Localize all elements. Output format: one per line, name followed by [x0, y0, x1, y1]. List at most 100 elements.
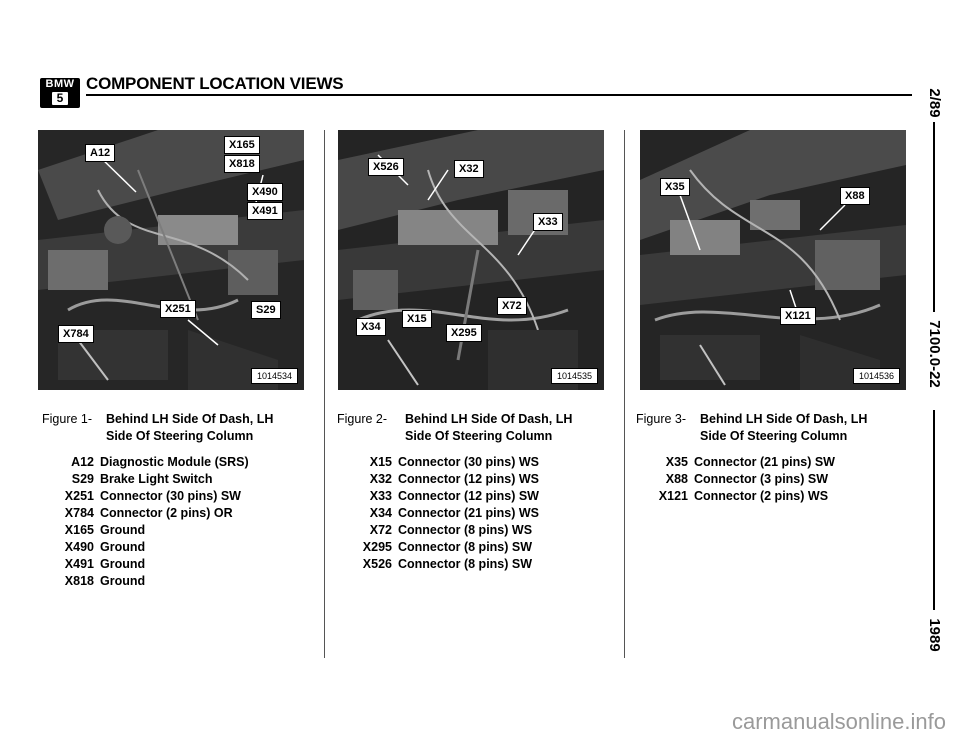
legend-code: X295 — [362, 540, 392, 554]
callout-x34: X34 — [356, 318, 386, 336]
figure-3-caption: Figure 3- Behind LH Side Of Dash, LH Side… — [636, 411, 867, 445]
legend-code: X165 — [64, 523, 94, 537]
legend-code: X88 — [665, 472, 688, 486]
callout-x251: X251 — [160, 300, 196, 318]
legend-desc: Connector (12 pins) SW — [398, 489, 539, 503]
legend-row: X35 Connector (21 pins) SW — [650, 454, 835, 471]
side-rule-2 — [933, 410, 935, 610]
legend-code: X490 — [64, 540, 94, 554]
legend-code: A12 — [71, 455, 94, 469]
legend-desc: Connector (8 pins) SW — [398, 540, 533, 554]
figure-2-photo: X526 X32 X33 X72 X15 X34 X295 1014535 — [338, 130, 604, 390]
column-divider-2 — [624, 130, 625, 658]
bmw-series-logo: BMW 5 — [40, 78, 80, 108]
figure-2-caption-line2: Side Of Steering Column — [405, 429, 553, 443]
callout-x33: X33 — [533, 213, 563, 231]
legend-desc: Connector (12 pins) WS — [398, 472, 539, 486]
callout-x88: X88 — [840, 187, 870, 205]
legend-code: X34 — [369, 506, 392, 520]
watermark-text: carmanualsonline.info — [731, 709, 946, 734]
photo-id: 1014534 — [250, 368, 298, 384]
legend-row: X15 Connector (30 pins) WS — [354, 454, 539, 471]
legend-code: X491 — [64, 557, 94, 571]
figure-1-caption: Figure 1-Behind LH Side Of Dash, LH Side… — [42, 411, 273, 445]
figure-1-legend: A12 Diagnostic Module (SRS) S29 Brake Ligh… — [56, 454, 249, 590]
legend-row: X818 Ground — [56, 573, 249, 590]
legend-row: X251 Connector (30 pins) SW — [56, 488, 249, 505]
legend-row: S29 Brake Light Switch — [56, 471, 249, 488]
legend-desc: Connector (30 pins) WS — [398, 455, 539, 469]
callout-x121: X121 — [780, 307, 816, 325]
logo-brand-text: BMW — [45, 78, 75, 90]
legend-code: X35 — [665, 455, 688, 469]
legend-row: X121 Connector (2 pins) WS — [650, 488, 835, 505]
side-section-number: 7100.0-22 — [926, 320, 943, 388]
callout-x72: X72 — [497, 297, 527, 315]
figure-3-caption-line2: Side Of Steering Column — [700, 429, 848, 443]
callout-x818: X818 — [224, 155, 260, 173]
figure-3-photo-art — [640, 130, 906, 390]
legend-desc: Diagnostic Module (SRS) — [100, 455, 249, 469]
legend-desc: Connector (3 pins) SW — [694, 472, 829, 486]
callout-x491: X491 — [247, 202, 283, 220]
legend-desc: Brake Light Switch — [100, 472, 213, 486]
legend-desc: Connector (21 pins) WS — [398, 506, 539, 520]
legend-desc: Connector (2 pins) OR — [100, 506, 233, 520]
side-year: 1989 — [926, 618, 943, 652]
figure-1-caption-line1: Behind LH Side Of Dash, LH — [106, 412, 274, 426]
legend-code: X526 — [362, 557, 392, 571]
legend-row: A12 Diagnostic Module (SRS) — [56, 454, 249, 471]
legend-row: X295 Connector (8 pins) SW — [354, 539, 539, 556]
legend-row: X72 Connector (8 pins) WS — [354, 522, 539, 539]
legend-desc: Ground — [100, 523, 146, 537]
callout-x15: X15 — [402, 310, 432, 328]
legend-desc: Connector (8 pins) SW — [398, 557, 533, 571]
legend-desc: Connector (2 pins) WS — [694, 489, 829, 503]
legend-code: S29 — [71, 472, 94, 486]
figure-2-label: Figure 2- — [337, 412, 388, 426]
legend-desc: Ground — [100, 574, 146, 588]
photo-id: 1014535 — [550, 368, 598, 384]
figure-1-label: Figure 1- — [42, 412, 93, 426]
legend-code: X72 — [369, 523, 392, 537]
legend-desc: Ground — [100, 540, 146, 554]
legend-code: X32 — [369, 472, 392, 486]
figure-2-caption-line1: Behind LH Side Of Dash, LH — [405, 412, 573, 426]
legend-desc: Connector (21 pins) SW — [694, 455, 835, 469]
legend-row: X165 Ground — [56, 522, 249, 539]
callout-x784: X784 — [58, 325, 94, 343]
callout-a12: A12 — [85, 144, 116, 162]
legend-code: X784 — [64, 506, 94, 520]
legend-desc: Connector (8 pins) WS — [398, 523, 533, 537]
side-rule-1 — [933, 122, 935, 312]
figure-1-photo-art — [38, 130, 304, 390]
legend-desc: Connector (30 pins) SW — [100, 489, 241, 503]
legend-desc: Ground — [100, 557, 146, 571]
watermark: carmanualsonline.info — [0, 709, 960, 735]
page-title: COMPONENT LOCATION VIEWS — [86, 74, 344, 93]
legend-code: X121 — [658, 489, 688, 503]
callout-x295: X295 — [446, 324, 482, 342]
callout-s29: S29 — [251, 301, 281, 319]
logo-series-text: 5 — [52, 92, 68, 105]
callout-x165: X165 — [224, 136, 260, 154]
figure-1-photo: A12 X165 X818 X490 X491 X251 S29 X784 10… — [38, 130, 304, 390]
callout-x35: X35 — [660, 178, 690, 196]
legend-row: X491 Ground — [56, 556, 249, 573]
legend-row: X784 Connector (2 pins) OR — [56, 505, 249, 522]
figure-2-caption: Figure 2- Behind LH Side Of Dash, LH Side… — [337, 411, 572, 445]
legend-code: X251 — [64, 489, 94, 503]
legend-code: X818 — [64, 574, 94, 588]
legend-row: X526 Connector (8 pins) SW — [354, 556, 539, 573]
figure-3-caption-line1: Behind LH Side Of Dash, LH — [700, 412, 868, 426]
figure-3-label: Figure 3- — [636, 412, 687, 426]
callout-x490: X490 — [247, 183, 283, 201]
figure-3-photo: X35 X88 X121 1014536 — [640, 130, 906, 390]
photo-id: 1014536 — [852, 368, 900, 384]
legend-row: X32 Connector (12 pins) WS — [354, 471, 539, 488]
column-divider-1 — [324, 130, 325, 658]
legend-code: X15 — [369, 455, 392, 469]
